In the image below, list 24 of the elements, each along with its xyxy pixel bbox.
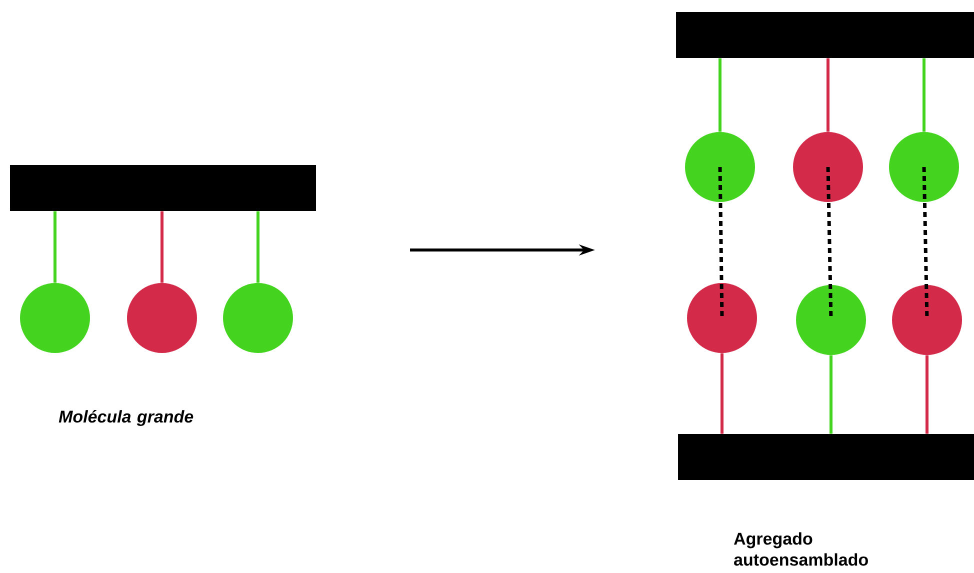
caption: Molécula grande <box>58 410 194 426</box>
stick <box>54 211 56 283</box>
ball <box>796 285 866 355</box>
bar <box>678 434 974 480</box>
ball <box>685 132 755 202</box>
bar <box>676 12 974 58</box>
ball <box>127 283 197 353</box>
stick <box>718 58 722 132</box>
ball <box>223 283 293 353</box>
stick <box>826 58 830 132</box>
stick <box>922 58 926 132</box>
ball <box>687 283 757 353</box>
ball <box>892 285 962 355</box>
ball <box>20 283 90 353</box>
dashed-line <box>718 166 724 318</box>
stick <box>720 353 724 434</box>
stick <box>160 211 164 283</box>
stick <box>926 355 928 434</box>
caption: Agregado autoensamblado <box>734 532 868 566</box>
ball <box>889 132 960 202</box>
ball <box>793 132 863 202</box>
bar <box>10 165 316 211</box>
stick <box>830 355 832 434</box>
stick <box>256 211 260 283</box>
